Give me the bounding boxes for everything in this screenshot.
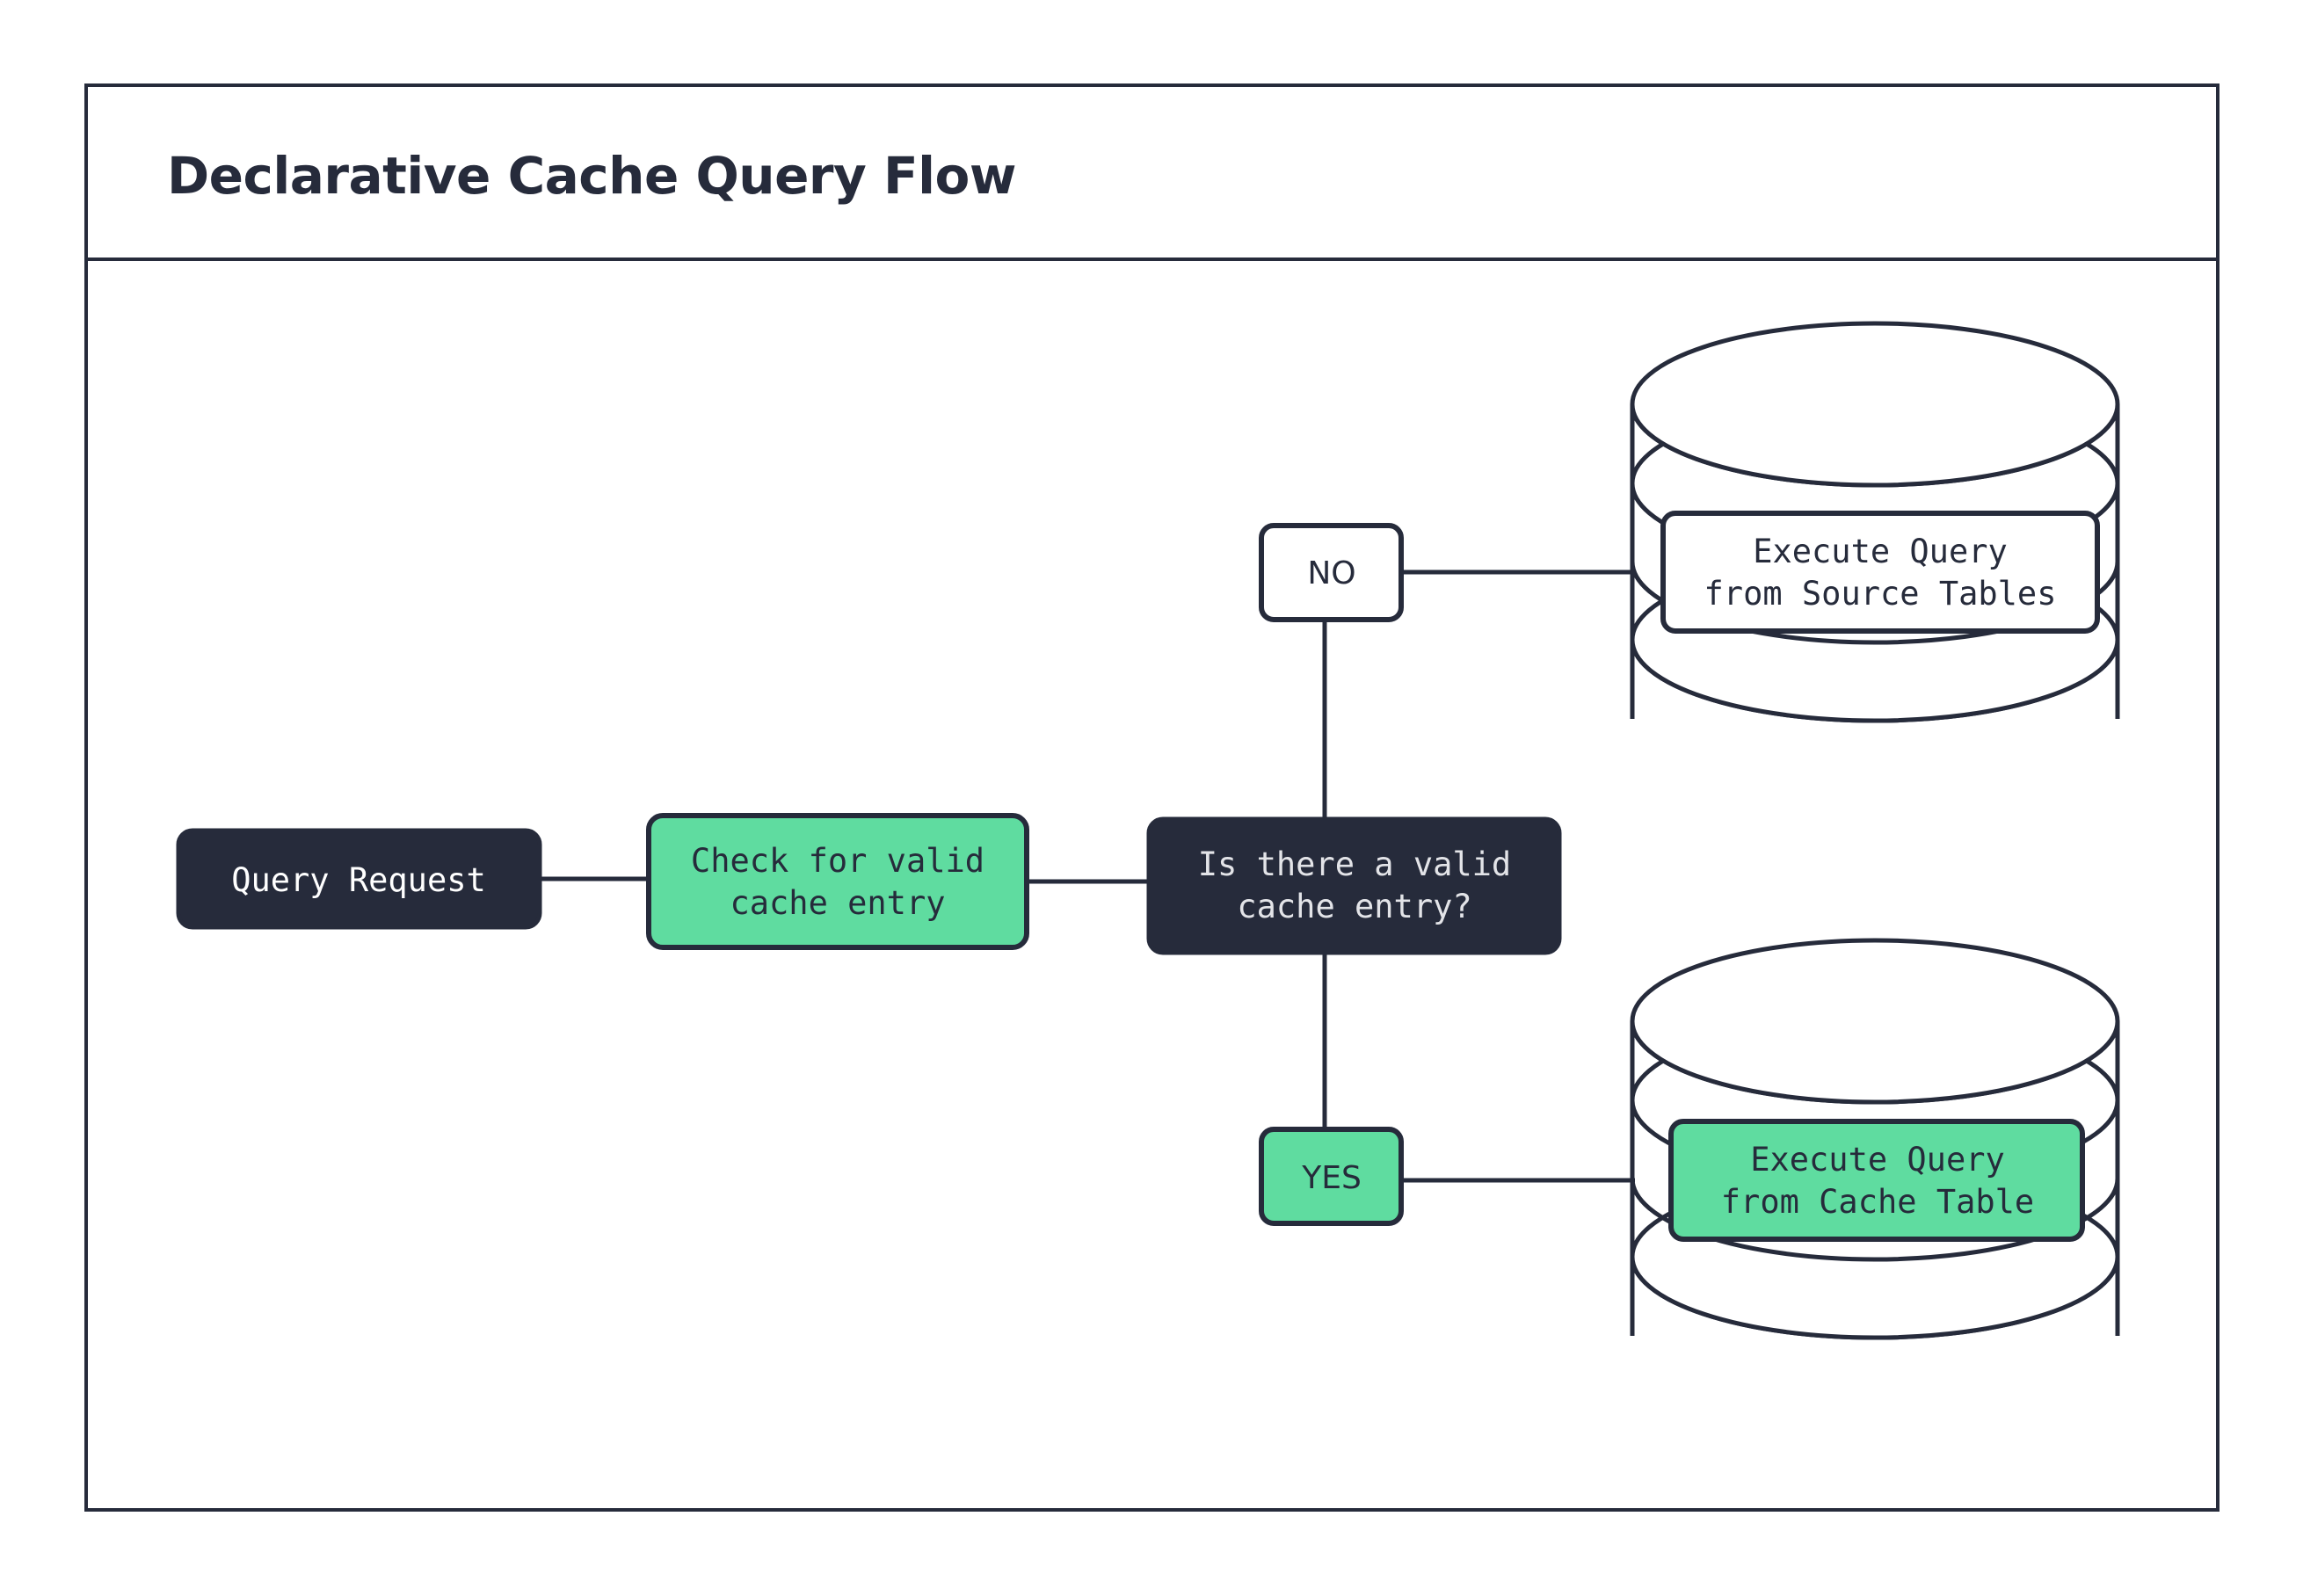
yes-label-box[interactable]: [1259, 1127, 1404, 1226]
source-exec-line1: Execute Query: [1753, 533, 2008, 570]
query-request-box[interactable]: [176, 828, 542, 930]
edge-label-no[interactable]: NO: [1259, 523, 1404, 622]
cache-exec-box[interactable]: [1668, 1119, 2085, 1242]
diagram-frame: [84, 83, 2219, 1512]
source-exec-node[interactable]: Execute Query from Source Tables: [1660, 511, 2100, 634]
source-exec-line2: from Source Tables: [1704, 575, 2057, 613]
edge-label-yes[interactable]: YES: [1259, 1127, 1404, 1226]
yes-label-text: YES: [1301, 1160, 1362, 1196]
no-label-text: NO: [1307, 555, 1355, 591]
check-cache-box[interactable]: [646, 813, 1029, 950]
cache-exec-line1: Execute Query: [1750, 1141, 2005, 1179]
query-request-label: Query Request: [231, 861, 486, 899]
check-cache-line1: Check for valid: [691, 842, 984, 880]
decision-line1: Is there a valid: [1198, 845, 1511, 883]
check-cache-line2: cache entry: [730, 884, 945, 922]
cache-exec-line2: from Cache Table: [1721, 1183, 2034, 1221]
decision-node[interactable]: Is there a valid cache entry?: [1146, 816, 1562, 955]
page-title: Declarative Cache Query Flow: [167, 146, 1016, 206]
check-cache-node[interactable]: Check for valid cache entry: [646, 813, 1029, 950]
cache-exec-node[interactable]: Execute Query from Cache Table: [1668, 1119, 2085, 1242]
query-request-node[interactable]: Query Request: [176, 828, 542, 930]
decision-line2: cache entry?: [1237, 888, 1471, 925]
decision-box[interactable]: [1146, 816, 1562, 955]
no-label-box[interactable]: [1259, 523, 1404, 622]
source-exec-box[interactable]: [1660, 511, 2100, 634]
